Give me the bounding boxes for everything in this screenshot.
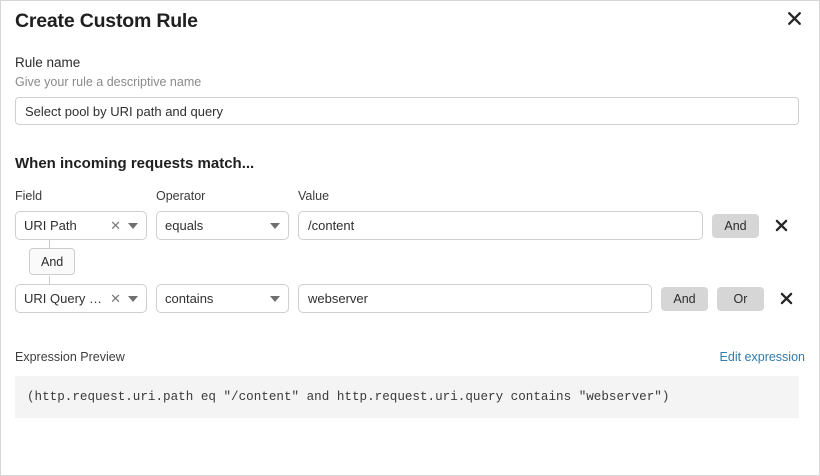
condition-row: URI Path ✕ equals And (15, 211, 805, 240)
dialog-header: Create Custom Rule (15, 1, 805, 47)
expression-preview-label: Expression Preview (15, 350, 125, 364)
edit-expression-link[interactable]: Edit expression (719, 350, 805, 364)
chevron-down-icon[interactable] (128, 222, 138, 229)
delete-condition-row1-icon[interactable] (772, 217, 790, 235)
condition-connector: And (15, 240, 805, 284)
value-input-row1[interactable] (298, 211, 703, 240)
match-section-title: When incoming requests match... (15, 155, 255, 172)
and-button-row2[interactable]: And (661, 286, 708, 311)
or-button-row2[interactable]: Or (717, 286, 764, 311)
expression-preview-code: (http.request.uri.path eq "/content" and… (15, 376, 799, 418)
rule-name-group: Rule name Give your rule a descriptive n… (15, 54, 805, 125)
field-select-row1[interactable]: URI Path ✕ (15, 211, 147, 240)
field-select-value-row1: URI Path (24, 218, 77, 233)
expression-preview-header: Expression Preview Edit expression (15, 350, 805, 368)
condition-rows: URI Path ✕ equals And And (15, 211, 805, 313)
column-header-value: Value (298, 189, 330, 203)
operator-select-row1[interactable]: equals (156, 211, 289, 240)
condition-column-headers: Field Operator Value (15, 189, 805, 207)
page-title: Create Custom Rule (15, 10, 198, 32)
column-header-field: Field (15, 189, 43, 203)
rule-name-hint: Give your rule a descriptive name (15, 75, 202, 89)
delete-condition-row2-icon[interactable] (777, 290, 795, 308)
chevron-down-icon[interactable] (270, 222, 280, 229)
connector-line-bottom (49, 276, 50, 284)
value-input-row2[interactable] (298, 284, 652, 313)
field-select-value-row2: URI Query St... (24, 291, 109, 306)
rule-name-input[interactable] (15, 97, 799, 125)
operator-select-value-row1: equals (165, 218, 204, 233)
connector-line-top (49, 240, 50, 248)
clear-x-icon[interactable]: ✕ (110, 218, 121, 233)
clear-x-icon[interactable]: ✕ (110, 291, 121, 306)
expression-preview-section: Expression Preview Edit expression (http… (15, 350, 805, 418)
chevron-down-icon[interactable] (128, 295, 138, 302)
and-button-row1[interactable]: And (712, 213, 759, 238)
connector-and-chip[interactable]: And (29, 248, 76, 275)
condition-row: URI Query St... ✕ contains And Or (15, 284, 805, 313)
column-header-operator: Operator (156, 189, 206, 203)
rule-name-label: Rule name (15, 55, 81, 70)
field-select-row2[interactable]: URI Query St... ✕ (15, 284, 147, 313)
operator-select-row2[interactable]: contains (156, 284, 289, 313)
chevron-down-icon[interactable] (270, 295, 280, 302)
operator-select-value-row2: contains (165, 291, 214, 306)
close-icon[interactable] (783, 7, 805, 29)
